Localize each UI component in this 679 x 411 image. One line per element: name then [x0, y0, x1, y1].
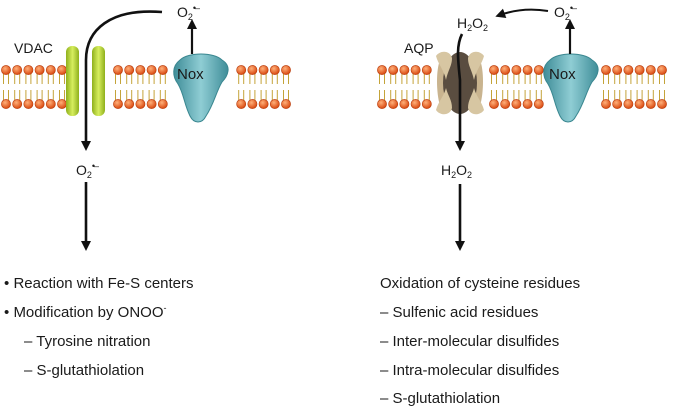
- lipid-head: [236, 99, 247, 109]
- lipid-head: [135, 99, 146, 109]
- lipid-head: [634, 99, 645, 109]
- lipid-head: [421, 99, 432, 109]
- lipid-head: [645, 65, 656, 75]
- lipid-head: [34, 65, 45, 75]
- lipid-head: [522, 65, 533, 75]
- lipid-head: [23, 99, 34, 109]
- lipid-head: [57, 65, 67, 75]
- lipid-head: [601, 65, 611, 75]
- lipid-head: [157, 99, 168, 109]
- h2o2-top-right: H2O2: [457, 15, 489, 33]
- lipid-head: [269, 65, 280, 75]
- effect-item: – Sulfenic acid residues: [380, 304, 539, 321]
- nox-enzyme-left: [173, 53, 229, 123]
- lipid-head: [281, 65, 291, 75]
- lipid-head: [1, 99, 11, 109]
- lipid-head: [601, 99, 611, 109]
- effect-item: • Reaction with Fe-S centers: [4, 275, 194, 292]
- lipid-head: [388, 65, 399, 75]
- lipid-head: [258, 99, 269, 109]
- lipid-head: [522, 99, 533, 109]
- lipid-head: [399, 99, 410, 109]
- lipid-head: [612, 99, 623, 109]
- lipid-head: [645, 99, 656, 109]
- lipid-head: [236, 65, 247, 75]
- lipid-head: [421, 65, 432, 75]
- effect-item: – Intra-molecular disulfides: [380, 362, 560, 379]
- lipid-head: [258, 65, 269, 75]
- nox-enzyme-right: [543, 53, 599, 123]
- nox-label-left: Nox: [177, 66, 204, 83]
- vdac-channel: [66, 46, 105, 116]
- lipid-head: [500, 99, 511, 109]
- lipid-head: [12, 65, 23, 75]
- lipid-head: [12, 99, 23, 109]
- lipid-head: [500, 65, 511, 75]
- lipid-head: [135, 65, 146, 75]
- lipid-bilayer-right: [377, 65, 667, 109]
- lipid-head: [247, 99, 258, 109]
- lipid-head: [113, 99, 123, 109]
- effect-item: – S-glutathiolation: [380, 390, 501, 407]
- lipid-head: [533, 65, 544, 75]
- lipid-head: [657, 99, 667, 109]
- h2o2-bottom-right: H2O2: [441, 162, 473, 180]
- lipid-head: [657, 65, 667, 75]
- lipid-head: [511, 99, 522, 109]
- vdac-label: VDAC: [14, 40, 53, 56]
- lipid-head: [533, 99, 544, 109]
- lipid-head: [410, 65, 421, 75]
- lipid-bilayer-left: [1, 65, 291, 109]
- lipid-head: [124, 99, 135, 109]
- lipid-head: [34, 99, 45, 109]
- lipid-head: [45, 99, 56, 109]
- superoxide-through-vdac-arrow: [81, 10, 163, 151]
- aqp-label: AQP: [404, 40, 434, 56]
- lipid-head: [45, 65, 56, 75]
- lipid-head: [623, 65, 634, 75]
- lipid-head: [388, 99, 399, 109]
- lipid-head: [399, 65, 410, 75]
- lipid-head: [281, 99, 291, 109]
- lipid-head: [1, 65, 11, 75]
- lipid-head: [377, 99, 387, 109]
- lipid-head: [23, 65, 34, 75]
- sub-effect-item: – S-glutathiolation: [24, 362, 145, 379]
- h2o2-through-aqp-arrow: [455, 33, 465, 151]
- effects-heading: Oxidation of cysteine residues: [380, 275, 581, 292]
- effect-item: • Modification by ONOO-: [4, 303, 167, 321]
- lipid-head: [511, 65, 522, 75]
- lipid-head: [623, 99, 634, 109]
- lipid-head: [489, 99, 499, 109]
- lipid-head: [146, 65, 157, 75]
- lipid-head: [489, 65, 499, 75]
- lipid-head: [124, 65, 135, 75]
- lipid-head: [146, 99, 157, 109]
- sub-effect-item: – Tyrosine nitration: [24, 333, 151, 350]
- lipid-head: [113, 65, 123, 75]
- lipid-head: [247, 65, 258, 75]
- lipid-head: [157, 65, 168, 75]
- lipid-head: [377, 65, 387, 75]
- lipid-head: [57, 99, 67, 109]
- lipid-head: [634, 65, 645, 75]
- lipid-head: [612, 65, 623, 75]
- effect-item: – Inter-molecular disulfides: [380, 333, 560, 350]
- lipid-head: [410, 99, 421, 109]
- lipid-head: [269, 99, 280, 109]
- superoxide-bottom-left: O2•–: [76, 161, 99, 180]
- superoxide-top-right: O2•–: [554, 3, 577, 22]
- dismutation-arrow: [495, 8, 549, 19]
- superoxide-top-left: O2•–: [177, 3, 200, 22]
- nox-label-right: Nox: [549, 66, 576, 83]
